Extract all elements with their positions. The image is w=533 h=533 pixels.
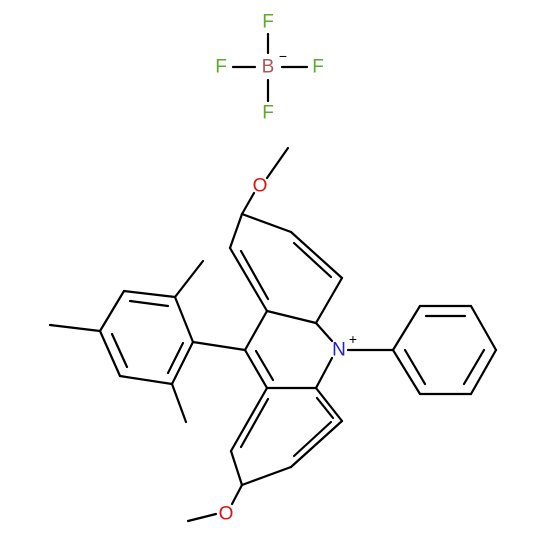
bond-mes-4 bbox=[98, 329, 122, 378]
boron-label: B bbox=[262, 57, 275, 78]
atom-labels: F F B − F F O N + O bbox=[215, 12, 357, 525]
bond-c10a-c5-inner bbox=[315, 396, 335, 420]
bond-c7-c6 bbox=[240, 465, 293, 487]
bond-c9-c8a bbox=[243, 348, 269, 390]
nitrogen-charge: + bbox=[349, 331, 357, 347]
bond-mes-6 bbox=[170, 340, 195, 386]
bond-mes-5 bbox=[118, 374, 174, 386]
bond-mes-methyl-para bbox=[48, 323, 102, 333]
bond-ph-3 bbox=[469, 304, 498, 352]
bond-mes-inner-b bbox=[110, 332, 129, 369]
nitrogen-label: N bbox=[332, 340, 346, 361]
bond-ph-inner-b bbox=[462, 348, 486, 386]
fluorine-top-label: F bbox=[262, 12, 274, 33]
bond-c8-c8a-inner bbox=[239, 397, 270, 449]
fluorine-bottom-label: F bbox=[262, 103, 274, 124]
fluorine-left-label: F bbox=[215, 57, 227, 78]
bond-c4a-c9a bbox=[265, 309, 318, 325]
bond-c8a-c8 bbox=[229, 386, 269, 453]
oxygen-top-label: O bbox=[253, 176, 268, 197]
bond-c4a-n bbox=[314, 321, 334, 343]
bond-c2-c3 bbox=[240, 212, 293, 234]
bond-mes-3 bbox=[98, 289, 126, 333]
bond-c5-c10a bbox=[314, 386, 344, 423]
bond-c3-c4 bbox=[289, 230, 344, 280]
bond-mes-1 bbox=[173, 295, 195, 344]
bond-mes-inner-c bbox=[166, 341, 185, 375]
bond-c4-c4a bbox=[314, 276, 344, 325]
bond-n-c10a bbox=[314, 356, 334, 390]
bond-mes-inner-a bbox=[128, 299, 170, 308]
bond-mes-methyl-top bbox=[173, 259, 205, 299]
bond-ph-inner-c bbox=[403, 348, 427, 386]
bond-o-methyl-bottom bbox=[186, 512, 218, 523]
bond-c1-c2 bbox=[228, 212, 244, 250]
bond-ph-6 bbox=[391, 348, 422, 396]
bond-c6-c5-inner bbox=[292, 420, 333, 458]
bond-ph-4 bbox=[469, 348, 498, 396]
bond-c9a-c9 bbox=[243, 309, 269, 352]
bond-c1-c9a-inner bbox=[239, 249, 270, 301]
fluorine-right-label: F bbox=[312, 57, 324, 78]
bond-mes-2 bbox=[122, 289, 177, 299]
bond-c8-c7 bbox=[229, 449, 244, 487]
boron-charge: − bbox=[279, 48, 287, 64]
bond-mes-methyl-bottom bbox=[170, 382, 188, 424]
bond-o-ring-top bbox=[240, 191, 256, 216]
bond-ph-1 bbox=[391, 304, 422, 352]
bond-c6-c5 bbox=[289, 419, 344, 469]
oxygen-bottom-label: O bbox=[219, 504, 234, 525]
bond-methyl-o-top bbox=[265, 146, 290, 180]
bond-c9a-c1 bbox=[228, 246, 269, 313]
bonds bbox=[48, 32, 498, 523]
bond-c9-mesityl bbox=[191, 340, 247, 352]
bond-c3-c4-inner bbox=[292, 241, 333, 279]
bond-c9-c8a-inner bbox=[254, 349, 275, 382]
bond-ring-o-bottom bbox=[230, 483, 244, 506]
